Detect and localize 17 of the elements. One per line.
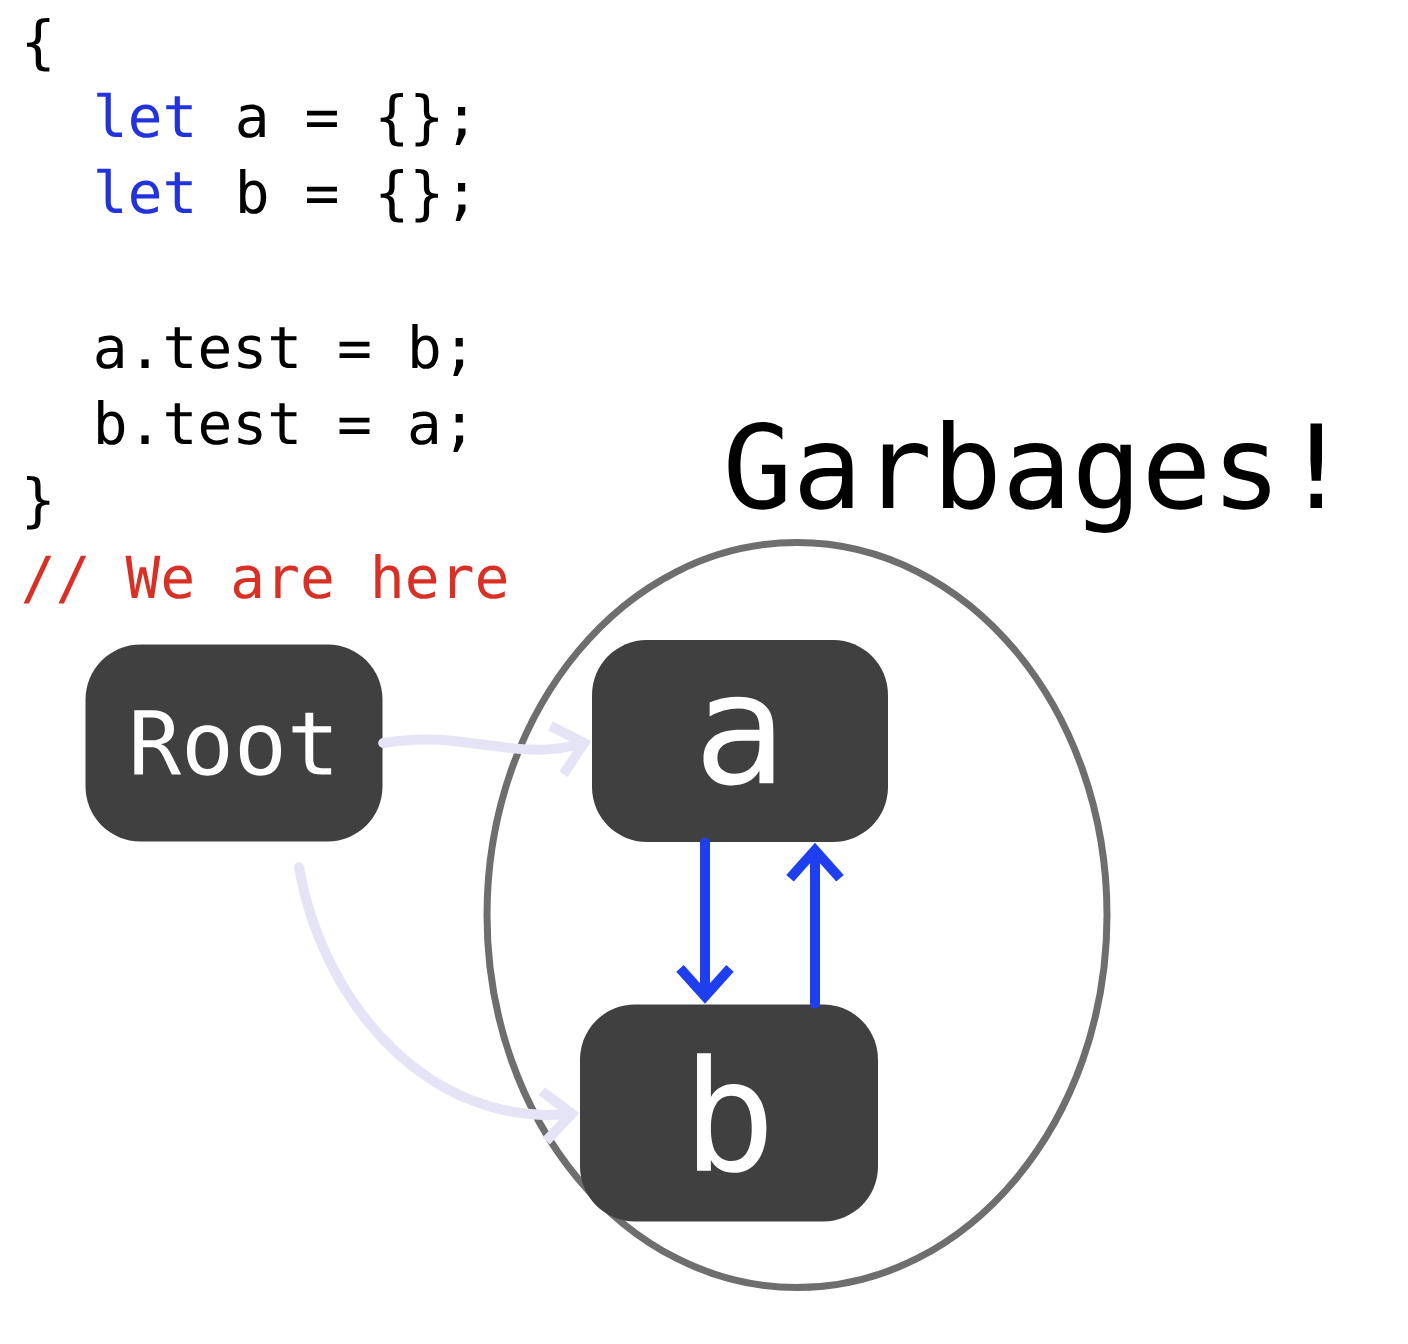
object-box: b (580, 1004, 878, 1222)
arrow (378, 721, 592, 778)
code-line: { (27, 17, 50, 72)
object-box: Root (85, 644, 383, 842)
code-line: b.test = a; (98, 399, 464, 453)
code-comment: // We are here (23, 553, 506, 604)
code-line: a = {}; (238, 92, 466, 147)
code-line: b = {}; (240, 168, 466, 223)
code-line: } (27, 475, 50, 530)
heading: Garbages! (728, 419, 1322, 533)
code-line: a.test = b; (96, 323, 464, 377)
code-keyword: let (97, 92, 192, 138)
code-keyword: let (97, 168, 192, 214)
arrow (294, 862, 580, 1145)
arrow (786, 842, 844, 1009)
arrow (676, 837, 734, 1004)
object-box: a (592, 640, 888, 842)
